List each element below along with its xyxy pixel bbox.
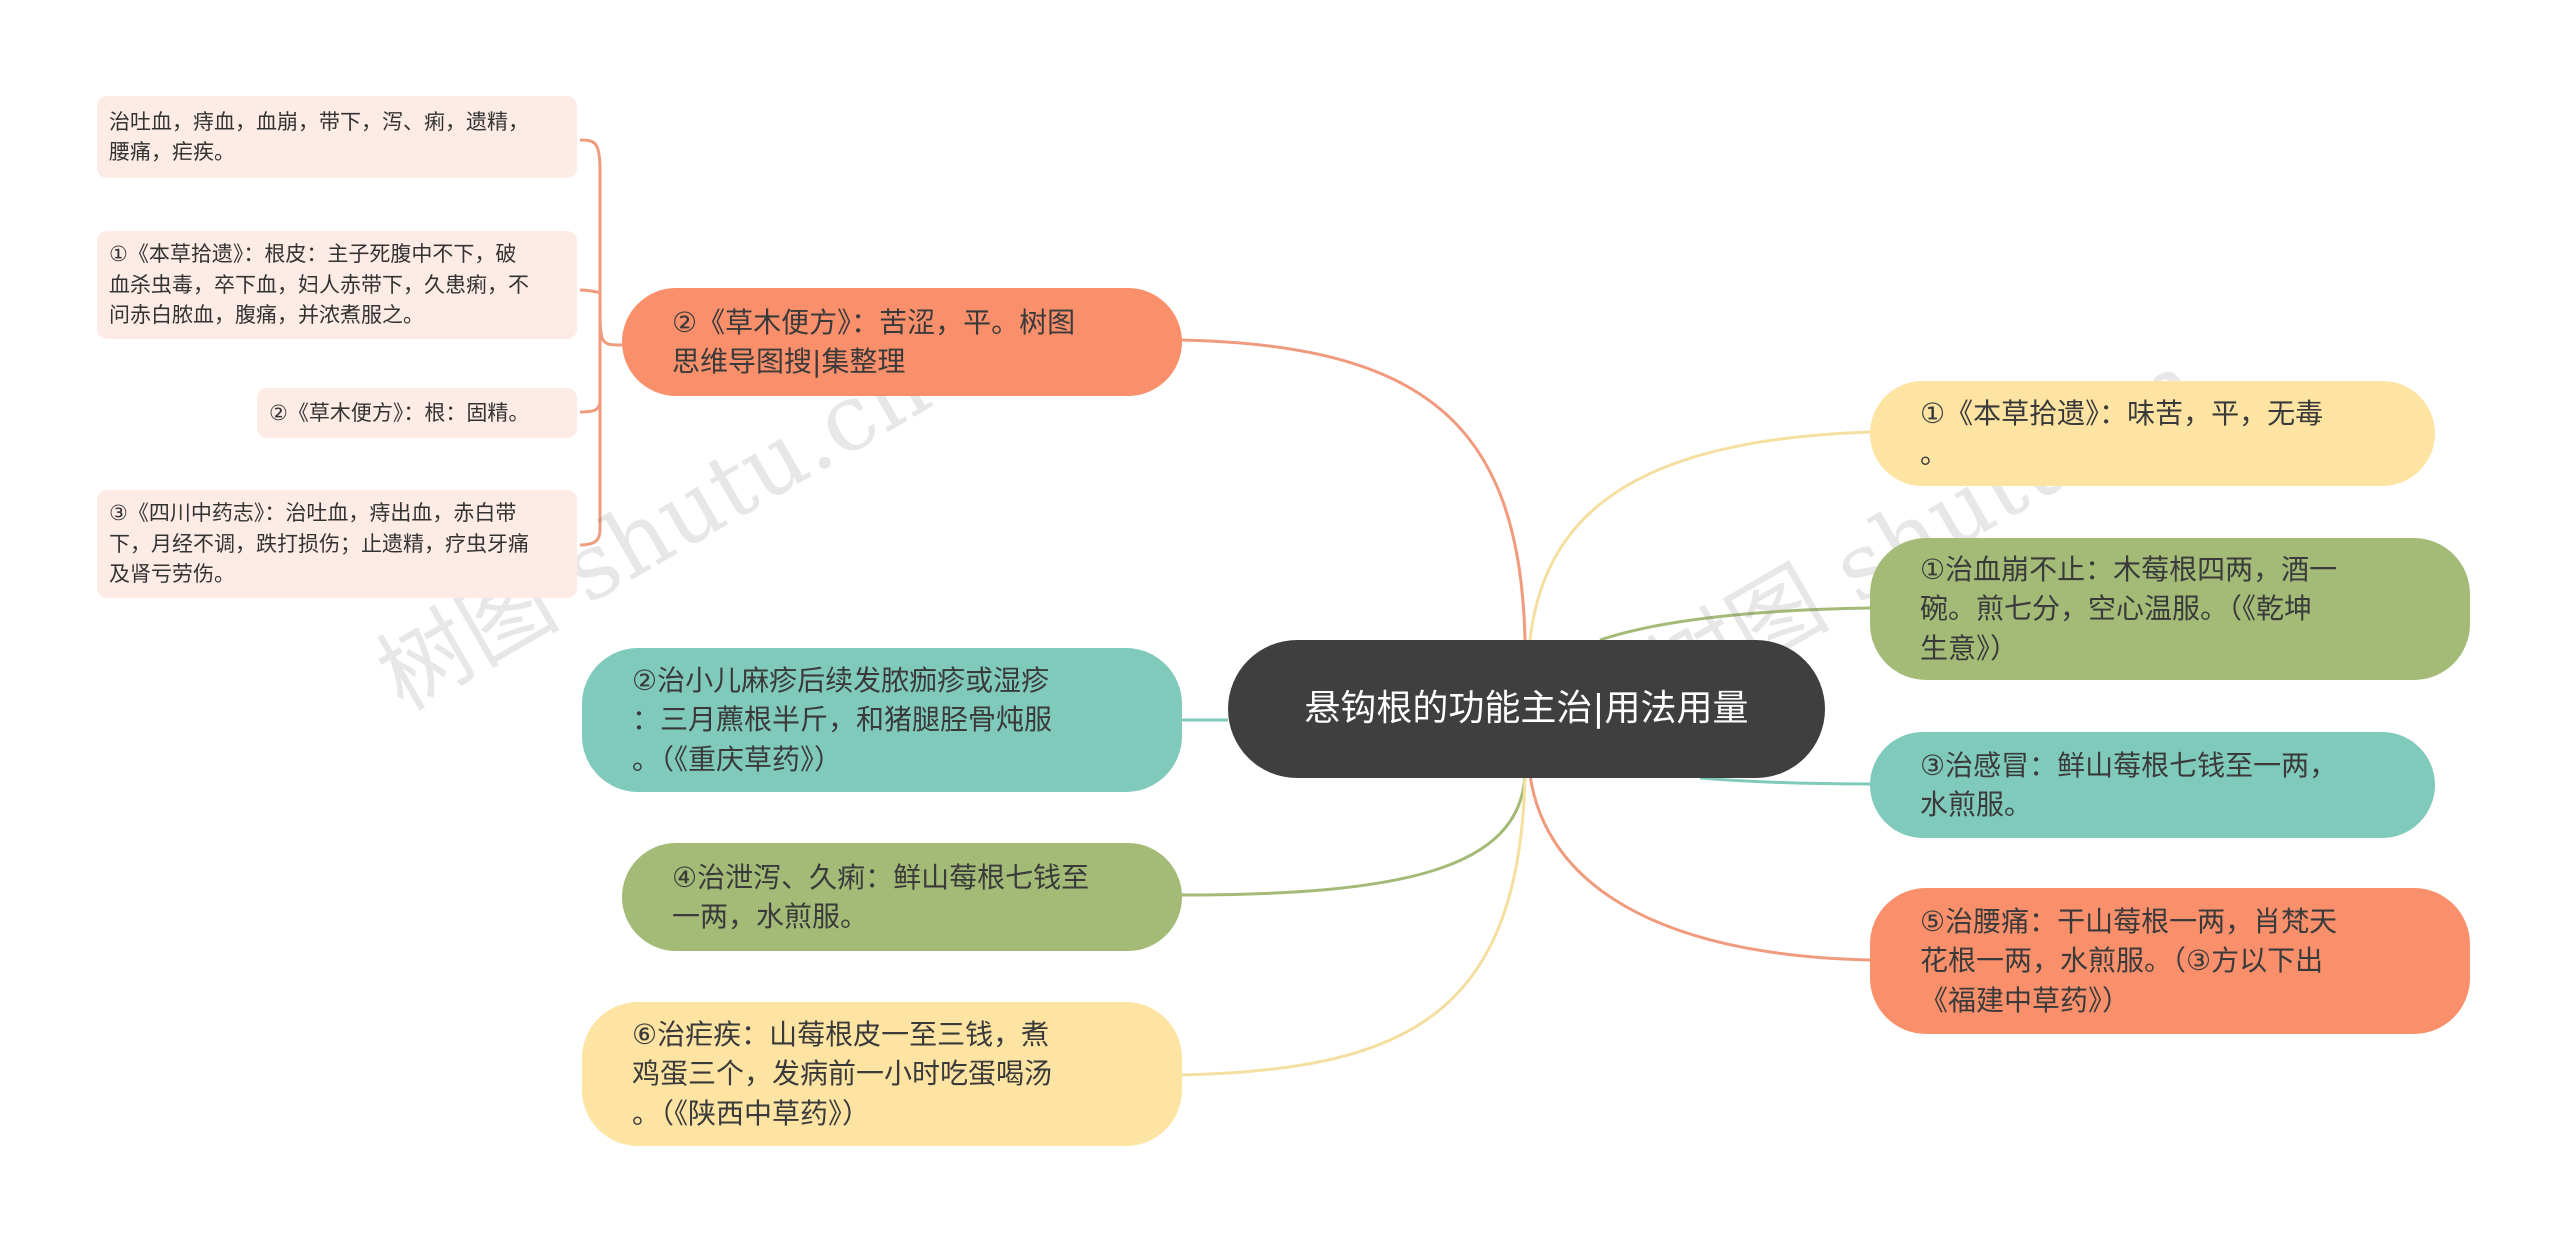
central-topic-title: 悬钩根的功能主治|用法用量 bbox=[1304, 687, 1749, 729]
edge-branch-leaves-2 bbox=[579, 170, 602, 294]
edge-center-right-4 bbox=[1528, 774, 1871, 962]
leaf-node-text: ①《本草拾遗》：根皮：主子死腹中不下，破 血杀虫毒，卒下血，妇人赤带下，久患痢，… bbox=[109, 242, 529, 328]
leaf-node-text: 治吐血，痔血，血崩，带下，泻、痢，遗精， 腰痛，疟疾。 bbox=[109, 109, 529, 164]
branch-node-left-1[interactable]: ②《草木便方》：苦涩，平。树图 思维导图搜|集整理 bbox=[622, 288, 1182, 396]
branch-node-left-4[interactable]: ⑥治疟疾：山莓根皮一至三钱，煮 鸡蛋三个，发病前一小时吃蛋喝汤 。（《陕西中草药… bbox=[582, 1002, 1182, 1146]
branch-node-left-2[interactable]: ②治小儿麻疹后续发脓痂疹或湿疹 ：三月藨根半斤，和猪腿胫骨炖服 。（《重庆草药》… bbox=[582, 648, 1182, 792]
branch-node-text: ③治感冒：鲜山莓根七钱至一两， 水煎服。 bbox=[1920, 748, 2338, 821]
branch-node-text: ①治血崩不止：木莓根四两，酒一 碗。煎七分，空心温服。（《乾坤 生意》） bbox=[1920, 553, 2338, 665]
branch-node-right-2[interactable]: ①治血崩不止：木莓根四两，酒一 碗。煎七分，空心温服。（《乾坤 生意》） bbox=[1870, 538, 2470, 680]
edge-center-right-1 bbox=[1528, 430, 1871, 641]
edge-center-right-2 bbox=[1599, 606, 1871, 642]
branch-node-right-3[interactable]: ③治感冒：鲜山莓根七钱至一两， 水煎服。 bbox=[1870, 732, 2435, 838]
branch-node-text: ①《本草拾遗》：味苦，平，无毒 。 bbox=[1920, 397, 2324, 470]
central-topic-node[interactable]: 悬钩根的功能主治|用法用量 bbox=[1228, 640, 1825, 778]
branch-node-text: ④治泄泻、久痢：鲜山莓根七钱至 一两，水煎服。 bbox=[672, 860, 1090, 933]
branch-node-right-4[interactable]: ⑤治腰痛：干山莓根一两，肖梵天 花根一两，水煎服。（③方以下出 《福建中草药》） bbox=[1870, 888, 2470, 1034]
edge-branch-leaves bbox=[579, 138, 623, 547]
branch-node-text: ②治小儿麻疹后续发脓痂疹或湿疹 ：三月藨根半斤，和猪腿胫骨炖服 。（《重庆草药》… bbox=[632, 664, 1053, 776]
edge-center-left-3 bbox=[1179, 774, 1527, 897]
leaf-node-4[interactable]: ③《四川中药志》：治吐血，痔出血，赤白带 下，月经不调，跌打损伤；止遗精，疗虫牙… bbox=[97, 490, 577, 598]
edge-center-left-4 bbox=[1179, 774, 1527, 1077]
edge-center-left-1 bbox=[1179, 338, 1527, 641]
branch-node-right-1[interactable]: ①《本草拾遗》：味苦，平，无毒 。 bbox=[1870, 381, 2435, 486]
leaf-node-1[interactable]: 治吐血，痔血，血崩，带下，泻、痢，遗精， 腰痛，疟疾。 bbox=[97, 96, 577, 178]
edge-center-right-3 bbox=[1699, 776, 1871, 786]
leaf-node-text: ②《草木便方》：根：固精。 bbox=[269, 400, 530, 425]
leaf-node-2[interactable]: ①《本草拾遗》：根皮：主子死腹中不下，破 血杀虫毒，卒下血，妇人赤带下，久患痢，… bbox=[97, 231, 577, 339]
branch-node-text: ②《草木便方》：苦涩，平。树图 思维导图搜|集整理 bbox=[672, 305, 1076, 378]
branch-node-text: ⑤治腰痛：干山莓根一两，肖梵天 花根一两，水煎服。（③方以下出 《福建中草药》） bbox=[1920, 905, 2338, 1017]
branch-node-text: ⑥治疟疾：山莓根皮一至三钱，煮 鸡蛋三个，发病前一小时吃蛋喝汤 。（《陕西中草药… bbox=[632, 1018, 1053, 1130]
leaf-node-3[interactable]: ②《草木便方》：根：固精。 bbox=[257, 388, 577, 438]
branch-node-left-3[interactable]: ④治泄泻、久痢：鲜山莓根七钱至 一两，水煎服。 bbox=[622, 843, 1182, 951]
leaf-node-text: ③《四川中药志》：治吐血，痔出血，赤白带 下，月经不调，跌打损伤；止遗精，疗虫牙… bbox=[109, 501, 529, 587]
